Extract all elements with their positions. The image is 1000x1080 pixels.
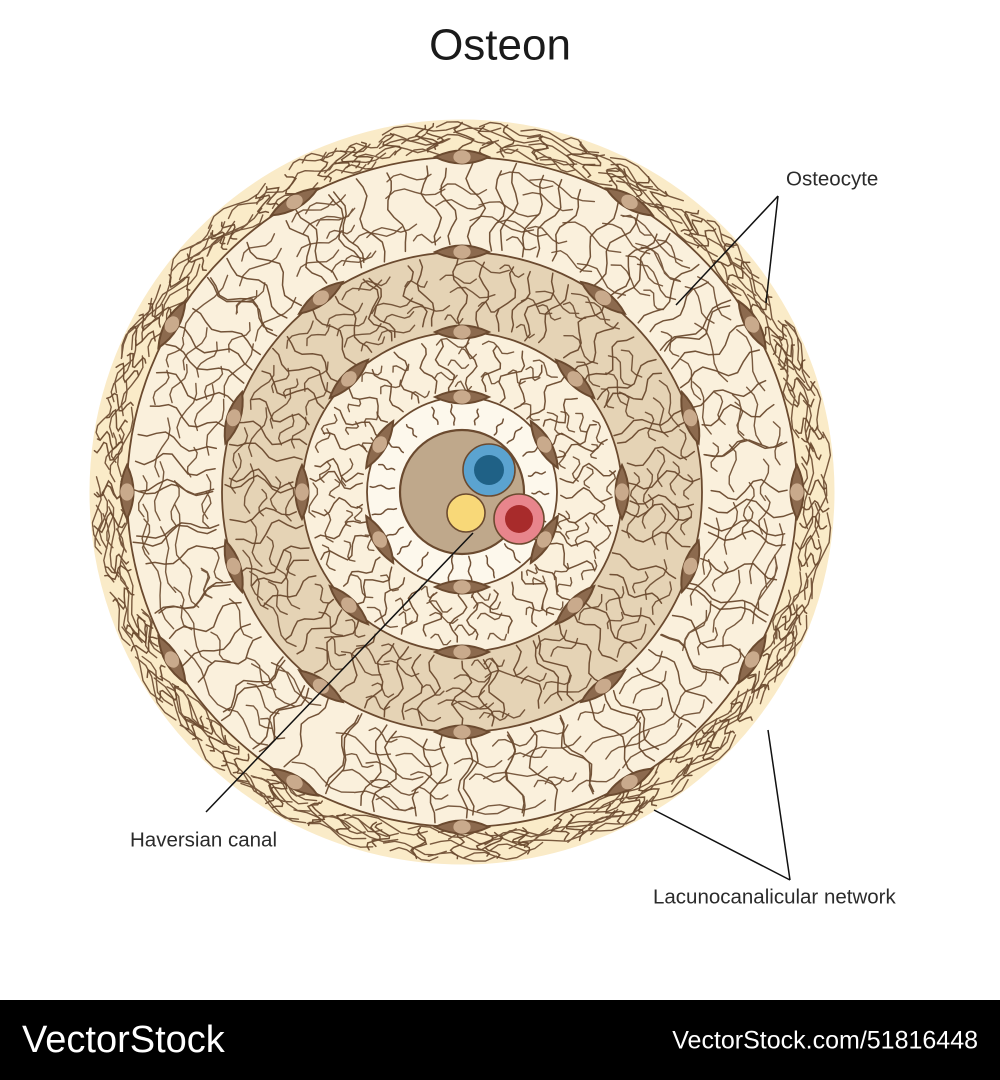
osteon-cross-section <box>89 119 835 865</box>
page-title: Osteon <box>429 21 571 70</box>
label-haversian-canal: Haversian canal <box>130 828 277 851</box>
vectorstock-logo: VectorStock <box>22 1019 226 1061</box>
label-osteocyte: Osteocyte <box>786 167 878 190</box>
leader-lines <box>205 195 791 881</box>
label-lacunocanalicular-network: Lacunocanalicular network <box>653 885 896 908</box>
vectorstock-url: VectorStock.com/51816448 <box>672 1027 978 1055</box>
footer-bar <box>0 1000 1000 1080</box>
